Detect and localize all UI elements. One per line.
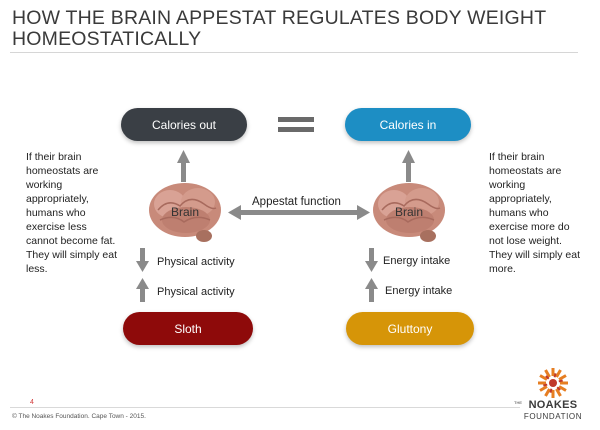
brain-icon (373, 183, 445, 242)
left-up-label: Physical activity (157, 286, 235, 298)
left-brain: Brain (146, 180, 224, 244)
appestat-function-label: Appestat function (252, 196, 341, 208)
appestat-double-arrow-icon (228, 205, 370, 220)
right-brain: Brain (370, 180, 448, 244)
right-down-label: Energy intake (383, 255, 451, 267)
left-brain-label: Brain (170, 205, 200, 219)
sloth-box: Sloth (123, 312, 253, 345)
page-number: 4 (30, 399, 34, 406)
calories-out-box: Calories out (121, 108, 247, 141)
equals-icon (278, 117, 314, 132)
right-explanation-text: If their brain homeostats are working ap… (489, 151, 581, 275)
title-divider (10, 52, 578, 53)
logo-the-text: THE (514, 400, 522, 405)
brain-icon (149, 183, 221, 242)
right-small-up-arrow-icon (365, 278, 378, 302)
left-small-up-arrow-icon (136, 278, 149, 302)
noakes-foundation-logo: THE NOAKES FOUNDATION (513, 367, 593, 425)
left-down-arrow-icon (136, 248, 149, 272)
left-up-arrow-icon (177, 150, 190, 182)
left-explanation-text: If their brain homeostats are working ap… (26, 151, 118, 275)
logo-name-text: NOAKES (528, 399, 578, 411)
right-up-label: Energy intake (385, 285, 453, 297)
copyright-text: © The Noakes Foundation. Cape Town - 201… (12, 413, 146, 420)
left-down-label: Physical activity (157, 256, 235, 268)
slide-title: HOW THE BRAIN APPESTAT REGULATES BODY WE… (12, 7, 546, 50)
right-brain-label: Brain (394, 205, 424, 219)
right-down-arrow-icon (365, 248, 378, 272)
right-up-arrow-icon (402, 150, 415, 182)
gluttony-box: Gluttony (346, 312, 474, 345)
sun-logo-icon (538, 368, 568, 398)
footer-divider (10, 407, 520, 408)
logo-foundation-text: FOUNDATION (523, 412, 583, 421)
calories-in-box: Calories in (345, 108, 471, 141)
